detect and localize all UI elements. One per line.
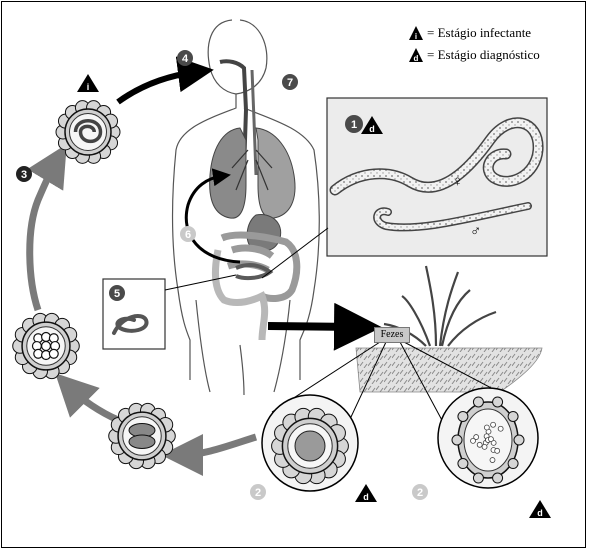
legend-diagnostic-label: = Estágio diagnóstico <box>427 47 540 63</box>
svg-text:6: 6 <box>185 229 191 241</box>
step-marker-5: 5 <box>109 285 125 301</box>
step-marker-3: 3 <box>16 166 32 182</box>
svg-text:d: d <box>414 54 419 63</box>
arrow-larva-to-mouth <box>118 72 196 102</box>
egg-with-larva <box>56 101 120 164</box>
diagnostic-marker-egg-2: d <box>529 500 551 518</box>
female-symbol: ♀ <box>452 174 463 190</box>
svg-text:2: 2 <box>255 487 261 499</box>
svg-text:3: 3 <box>21 169 27 181</box>
step-marker-2a: 2 <box>250 484 266 500</box>
legend-infective-label: = Estágio infectante <box>427 25 531 41</box>
lungs <box>210 128 295 218</box>
arrow-to-feces <box>268 326 358 327</box>
step-marker-1: 1 <box>345 115 363 133</box>
legend-infective: i = Estágio infectante <box>408 22 540 44</box>
step-marker-2b: 2 <box>412 484 428 500</box>
legend-diagnostic: d = Estágio diagnóstico <box>408 44 540 66</box>
svg-text:7: 7 <box>287 77 293 89</box>
infective-stage-marker: i <box>77 74 99 92</box>
svg-text:d: d <box>363 492 369 502</box>
fertilized-egg-view <box>262 395 358 491</box>
step-marker-4: 4 <box>177 50 193 66</box>
diagnostic-triangle-icon: d <box>408 47 424 63</box>
svg-text:4: 4 <box>182 53 189 65</box>
legend: i = Estágio infectante d = Estágio diagn… <box>408 22 540 66</box>
diagnostic-marker-egg-1: d <box>355 484 377 502</box>
svg-text:1: 1 <box>351 119 357 131</box>
svg-text:i: i <box>87 82 90 92</box>
step-marker-6: 6 <box>180 226 196 242</box>
svg-text:d: d <box>537 508 543 518</box>
egg-two-cell <box>109 403 176 468</box>
step-marker-7: 7 <box>282 74 298 90</box>
svg-text:i: i <box>415 32 417 41</box>
male-symbol: ♂ <box>470 224 481 240</box>
unfertilized-egg-view <box>438 388 538 488</box>
svg-text:5: 5 <box>114 288 120 300</box>
feces-label: Fezes <box>374 327 410 343</box>
svg-text:2: 2 <box>417 487 423 499</box>
svg-text:d: d <box>369 124 375 134</box>
egg-multicell <box>13 313 80 378</box>
infective-triangle-icon: i <box>408 25 424 41</box>
